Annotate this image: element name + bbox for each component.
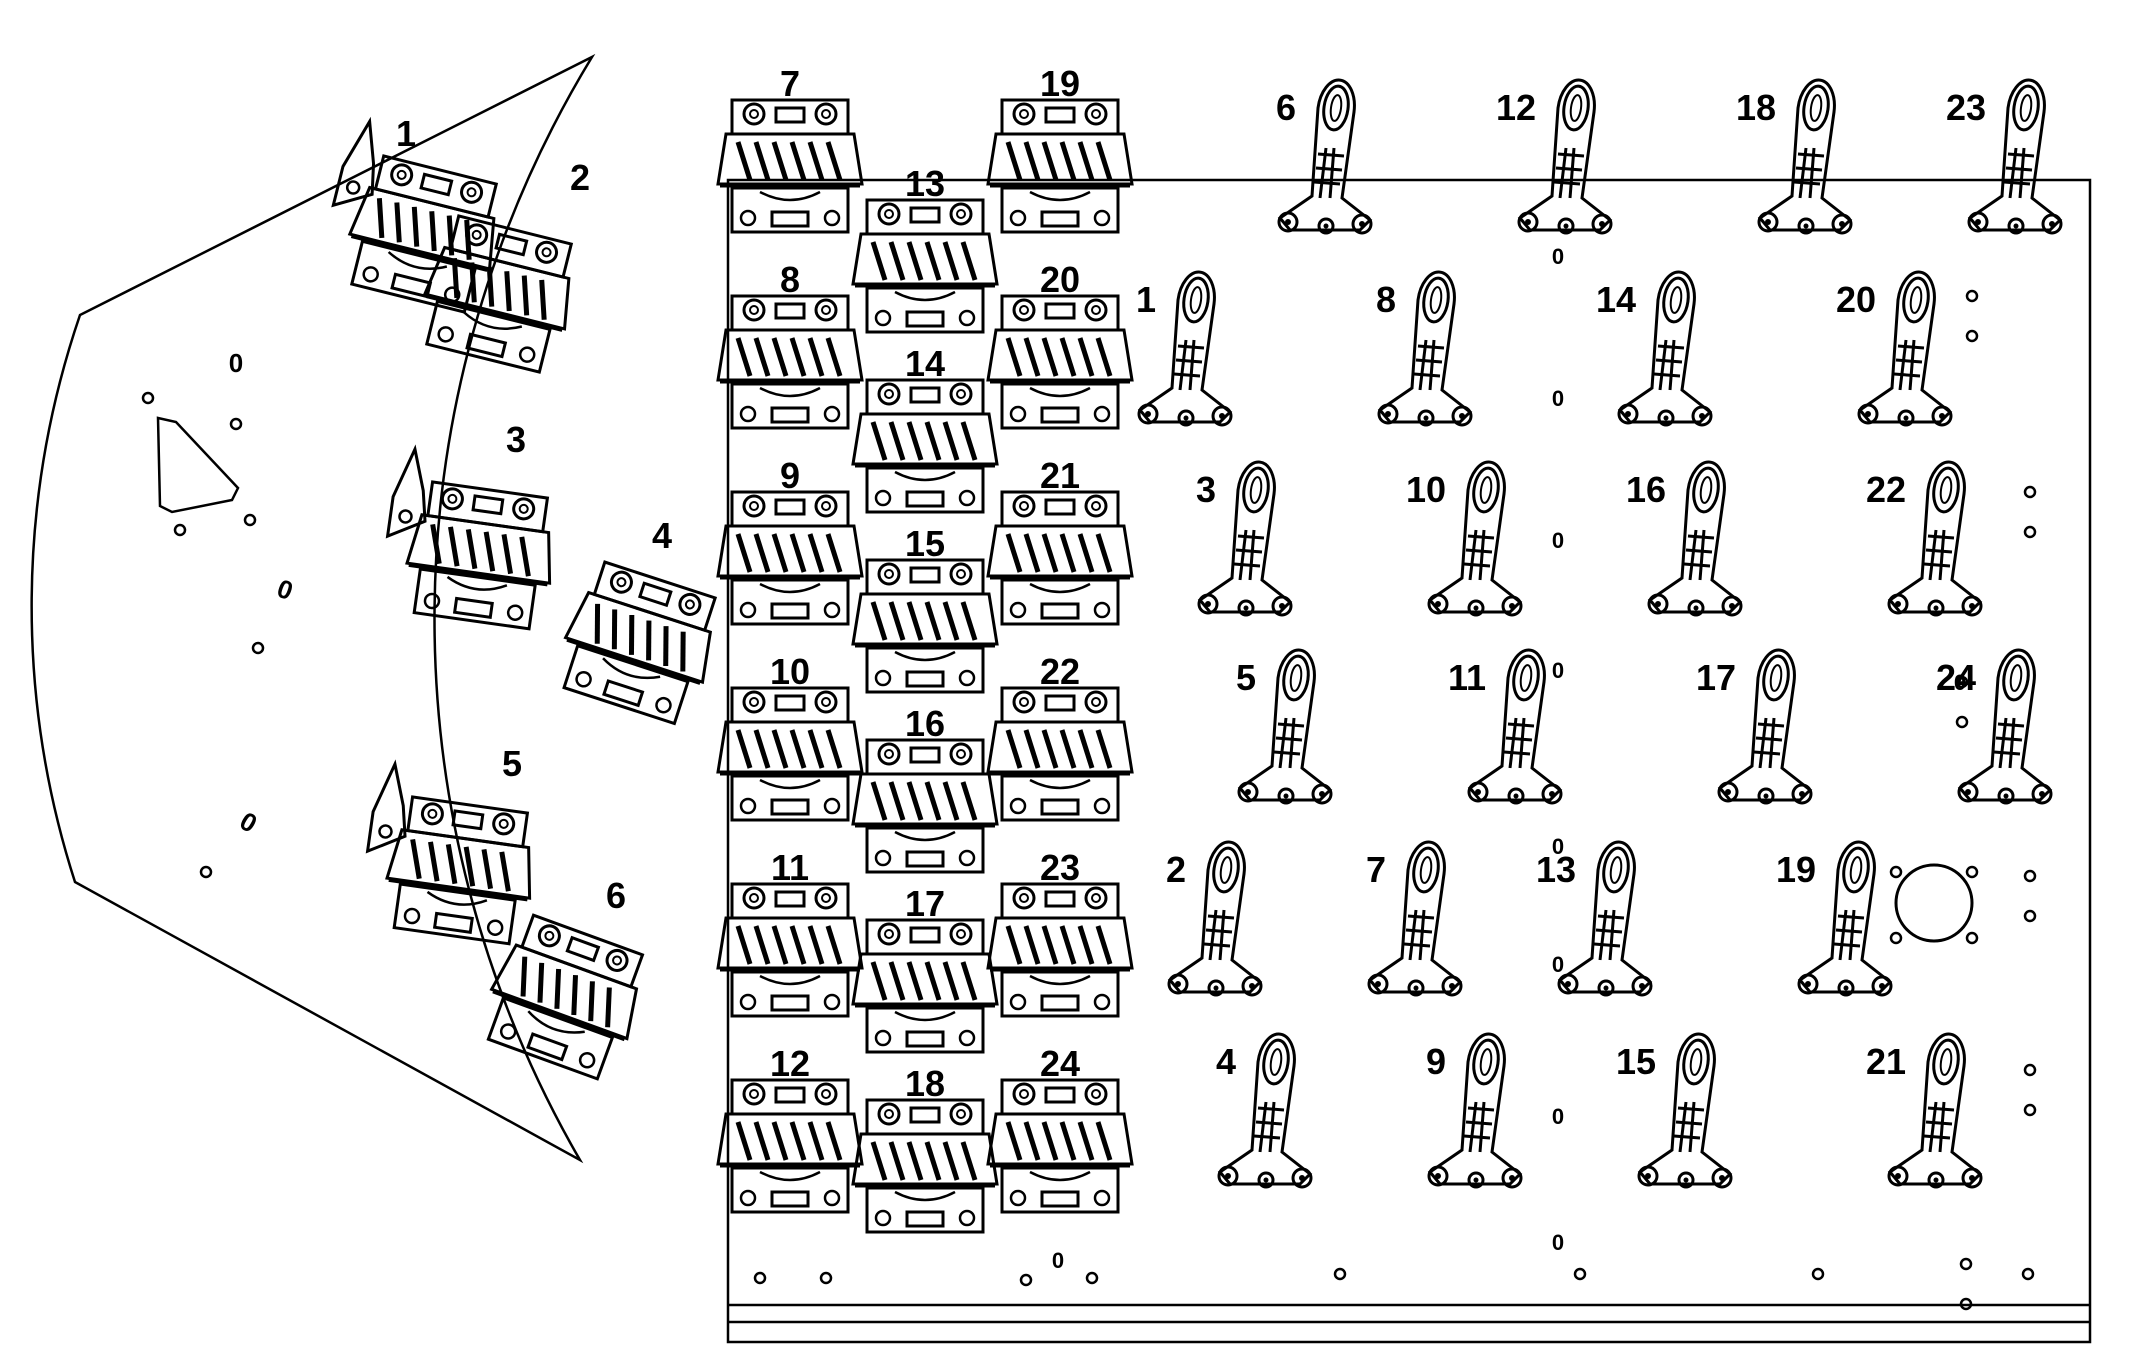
- column-part-number: 12: [770, 1043, 810, 1084]
- column-part-number: 10: [770, 651, 810, 692]
- clip-part-number: 3: [1196, 469, 1216, 510]
- column-part-number: 21: [1040, 455, 1080, 496]
- panel-holes: [141, 391, 265, 879]
- column-part-number: 19: [1040, 63, 1080, 104]
- column-part-number: 18: [905, 1063, 945, 1104]
- column-part-number: 16: [905, 703, 945, 744]
- column-bracket-part: [853, 560, 997, 692]
- clip-part-number: 14: [1596, 279, 1636, 320]
- column-part-number: 22: [1040, 651, 1080, 692]
- column-part-number: 8: [780, 259, 800, 300]
- clip-part-number: 11: [1448, 657, 1486, 698]
- left-bracket-part: [413, 213, 585, 376]
- stray-mark: 0: [1552, 1230, 1564, 1255]
- column-bracket-part: [988, 100, 1132, 232]
- column-bracket-part: [988, 688, 1132, 820]
- left-bracket-part: [358, 762, 546, 946]
- column-bracket-part: [988, 296, 1132, 428]
- left-part-number: 5: [502, 743, 522, 784]
- clip-part-number: 8: [1376, 279, 1396, 320]
- stray-mark: 0: [1552, 658, 1564, 683]
- clip-part-number: 21: [1866, 1041, 1906, 1082]
- sector-outline: [30, 53, 596, 1164]
- stray-mark: 0: [1552, 528, 1564, 553]
- column-part-number: 15: [905, 523, 945, 564]
- column-part-number: 14: [905, 343, 945, 384]
- left-part-number: 6: [606, 875, 626, 916]
- clip-part-number: 16: [1626, 469, 1666, 510]
- left-bracket-part: [551, 558, 729, 728]
- column-bracket-part: [853, 200, 997, 332]
- left-part-number: 4: [652, 515, 672, 556]
- column-part-number: 23: [1040, 847, 1080, 888]
- rect-outline: [726, 178, 2092, 1344]
- left-bracket-part: [378, 447, 566, 631]
- column-bracket-part: [853, 1100, 997, 1232]
- column-bracket-part: [718, 688, 862, 820]
- clip-part-number: 13: [1536, 849, 1576, 890]
- triangle-cutout: [156, 416, 240, 514]
- column-bracket-part: [988, 492, 1132, 624]
- clip-part-number: 24: [1936, 657, 1976, 698]
- clip-part-number: 19: [1776, 849, 1816, 890]
- clip-part-number: 6: [1276, 87, 1296, 128]
- column-bracket-part: [718, 1080, 862, 1212]
- clip-part-number: 10: [1406, 469, 1446, 510]
- column-part-number: 11: [771, 847, 809, 888]
- stray-mark: 0: [1552, 834, 1564, 859]
- clip-part-number: 12: [1496, 87, 1536, 128]
- clip-part-number: 23: [1946, 87, 1986, 128]
- column-bracket-part: [718, 100, 862, 232]
- large-round-hole: [1894, 863, 1974, 943]
- stray-mark: 0: [1052, 1248, 1064, 1273]
- stray-mark: 0: [229, 348, 243, 378]
- column-part-number: 24: [1040, 1043, 1080, 1084]
- left-bracket-part: [475, 910, 655, 1083]
- left-sector-panel: 1 2 3 4 5 6 0 0 0: [30, 53, 729, 1164]
- column-bracket-part: [718, 492, 862, 624]
- left-part-number: 2: [570, 157, 590, 198]
- clip-part-number: 20: [1836, 279, 1876, 320]
- column-part-number: 9: [780, 455, 800, 496]
- rect-holes: [753, 289, 2037, 1311]
- clip-part-number: 18: [1736, 87, 1776, 128]
- column-bracket-part: [718, 296, 862, 428]
- column-part-number: 13: [905, 163, 945, 204]
- clip-part-number: 5: [1236, 657, 1256, 698]
- stray-mark: 0: [235, 806, 263, 839]
- clip-part-number: 17: [1696, 657, 1736, 698]
- column-part-number: 7: [780, 63, 800, 104]
- stray-mark: 0: [1954, 670, 1966, 695]
- column-bracket-part: [988, 884, 1132, 1016]
- column-bracket-part: [718, 884, 862, 1016]
- column-part-number: 20: [1040, 259, 1080, 300]
- clip-part-number: 22: [1866, 469, 1906, 510]
- clip-part-number: 2: [1166, 849, 1186, 890]
- clip-part-number: 7: [1366, 849, 1386, 890]
- clip-part-number: 1: [1136, 279, 1156, 320]
- column-part-number: 17: [905, 883, 945, 924]
- clip-part-number: 9: [1426, 1041, 1446, 1082]
- column-bracket-part: [853, 740, 997, 872]
- stray-mark: 0: [1552, 952, 1564, 977]
- left-part-number: 1: [396, 113, 416, 154]
- column-bracket-part: [988, 1080, 1132, 1212]
- stray-mark: 0: [1552, 244, 1564, 269]
- left-part-number: 3: [506, 419, 526, 460]
- clip-part-number: 4: [1216, 1041, 1236, 1082]
- stray-mark: 0: [1552, 1104, 1564, 1129]
- stray-mark: 0: [1552, 386, 1564, 411]
- stray-mark: 0: [273, 573, 297, 606]
- column-bracket-part: [853, 380, 997, 512]
- column-bracket-part: [853, 920, 997, 1052]
- clip-part-number: 15: [1616, 1041, 1656, 1082]
